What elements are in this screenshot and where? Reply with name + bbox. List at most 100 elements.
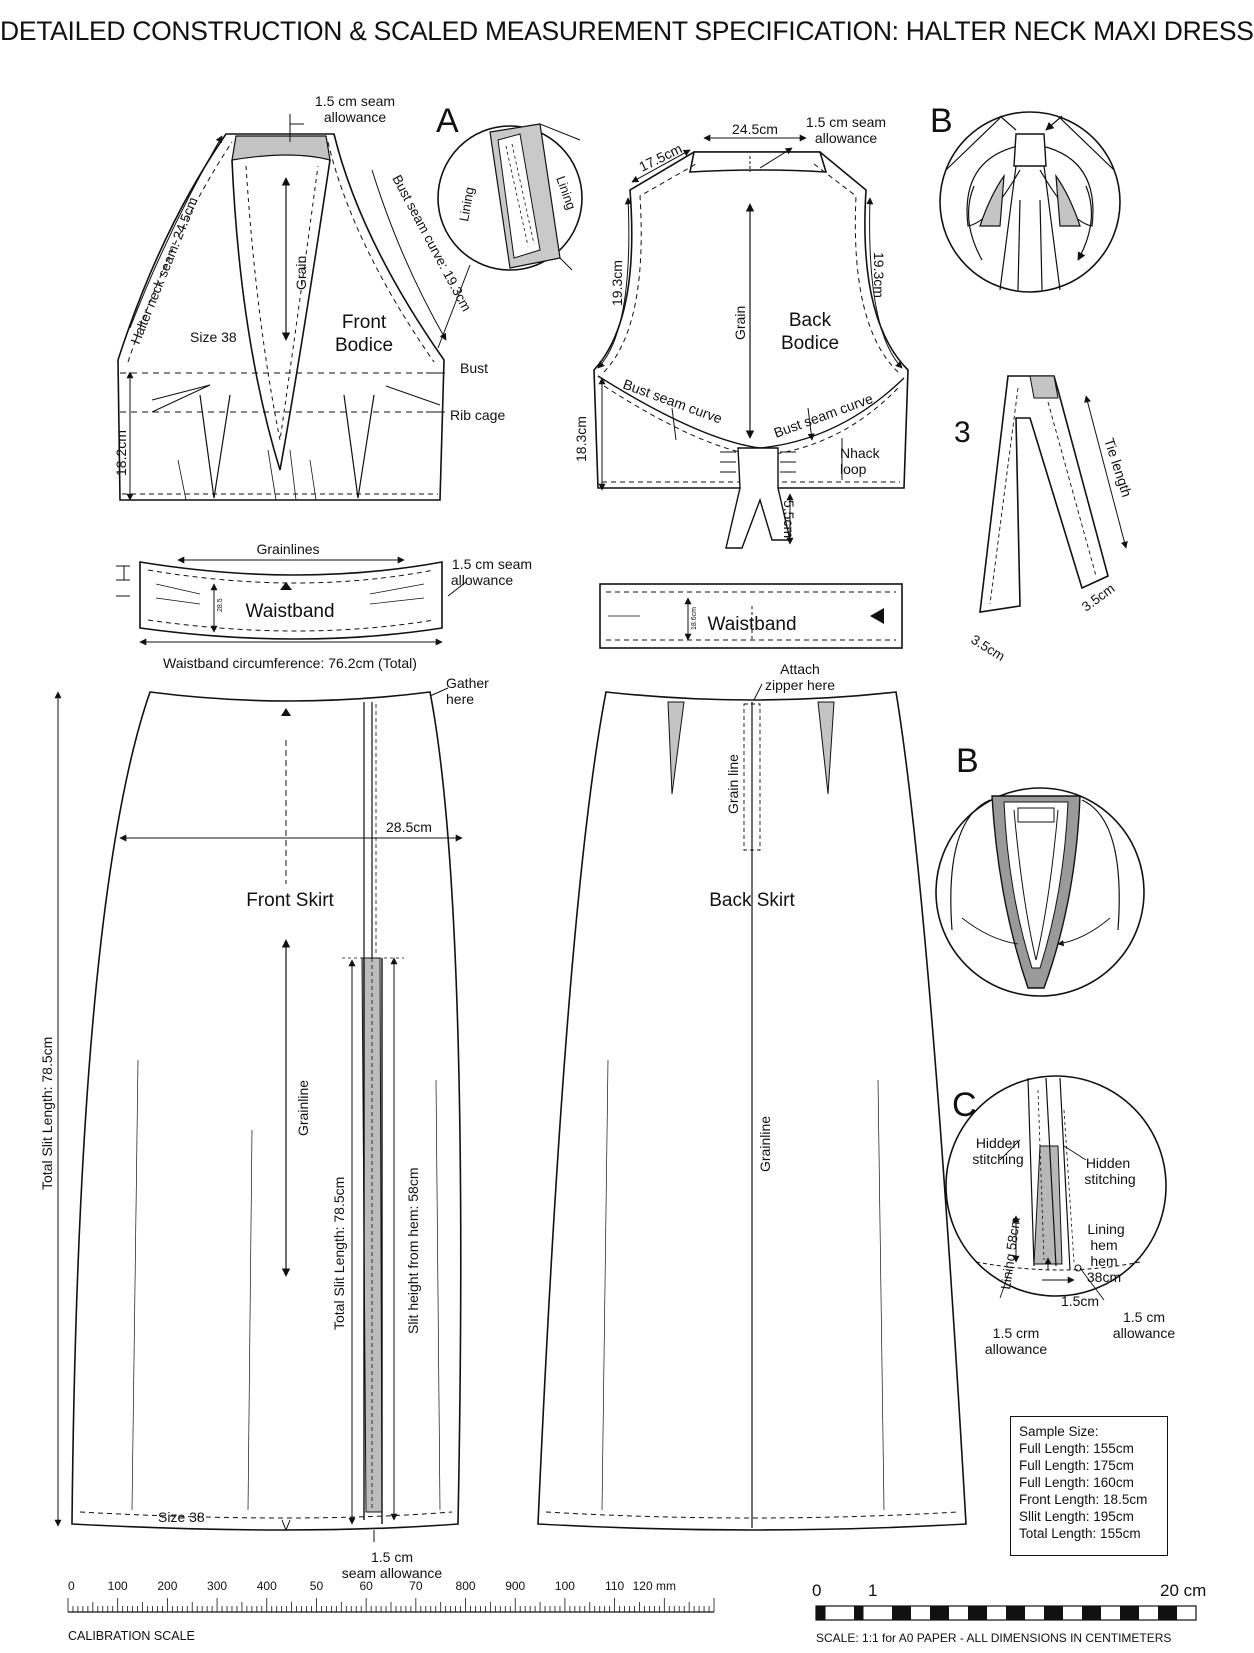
back-bust-curve-right: Bust seam curve [772, 390, 876, 441]
detail-c-hem-4: 38cm [1087, 1269, 1121, 1285]
detail-c-lining: Lining 58cm [998, 1216, 1023, 1290]
tie-width-left-label: 3.5cm [968, 632, 1007, 664]
back-skirt-dart-right [817, 701, 835, 795]
ruler-label: 120 mm [633, 1579, 676, 1593]
tie-piece: 3 Tie length 3.5cm 3.5cm [954, 375, 1135, 664]
front-skirt-slit-height: Slit height from hem: 58cm [405, 1167, 421, 1334]
back-neck-width-label: 24.5cm [732, 121, 778, 137]
scale-block [854, 1606, 864, 1620]
back-waistband-name: Waistband [707, 614, 796, 635]
scale-block [1082, 1606, 1101, 1620]
detail-a-lining-left: Lining [456, 186, 477, 223]
cm-scale-end: 20 cm [1160, 1581, 1206, 1600]
detail-c-hidden-left-1: Hidden [976, 1135, 1020, 1151]
back-waistband-inner-height: 18.6cm [691, 607, 698, 630]
back-bodice-name-1: Back [789, 310, 832, 331]
ruler-label: 300 [207, 1579, 227, 1593]
front-halter-seam-label: Halter neck seam: 24.5cm [128, 195, 201, 346]
ruler-label: 800 [456, 1579, 476, 1593]
tie-outline [979, 375, 1109, 613]
back-bodice-neckband [689, 151, 828, 173]
back-shoulder-dim [631, 149, 691, 183]
detail-a-letter: A [436, 102, 459, 140]
sample-size-box: Sample Size: Full Length: 155cm Full Len… [1010, 1416, 1168, 1556]
back-skirt-zipper-1: Attach [780, 661, 820, 677]
bow-knot [1013, 133, 1047, 167]
scale-block [930, 1606, 949, 1620]
front-skirt-gather-1: Gather [446, 675, 489, 691]
front-skirt-hem-seam-1: 1.5 cm [371, 1549, 413, 1565]
front-waistband-name: Waistband [245, 601, 334, 622]
front-bodice-outline [117, 133, 445, 501]
ruler-label: 50 [310, 1579, 324, 1593]
back-skirt-name: Back Skirt [709, 890, 795, 911]
back-skirt-zipper [743, 703, 761, 851]
scale-block [1006, 1606, 1025, 1620]
back-height-label: 18.3cm [573, 416, 589, 462]
front-bodice [117, 114, 447, 501]
scale-block [892, 1606, 911, 1620]
detail-c: C Hidden stitching Hidden stitching Lini… [945, 1075, 1175, 1357]
back-tie-loop [725, 447, 791, 549]
back-seam-allowance-1: 1.5 cm seam [806, 114, 886, 130]
detail-b-mid-letter: B [956, 742, 979, 780]
back-loop-label-1: Nhack [840, 445, 881, 461]
detail-c-hidden-right-2: stitching [1084, 1171, 1135, 1187]
ruler-label: 100 [108, 1579, 128, 1593]
detail-c-hidden-left-2: stitching [972, 1151, 1023, 1167]
ruler-label: 110 [605, 1579, 624, 1593]
scale-block [816, 1606, 826, 1620]
ruler-label: 400 [257, 1579, 277, 1593]
front-bust-label: Bust [460, 360, 488, 376]
sample-size-line: Sllit Length: 195cm [1019, 1509, 1134, 1524]
front-bust-dim [371, 169, 447, 341]
front-grain-label: Grain [293, 256, 309, 290]
cm-blocks [816, 1606, 1177, 1620]
front-bodice-neck-facing [231, 135, 331, 161]
detail-c-hidden-right-1: Hidden [1086, 1155, 1130, 1171]
page-title: DETAILED CONSTRUCTION & SCALED MEASUREME… [0, 16, 1254, 46]
front-size-label: Size 38 [190, 329, 237, 345]
back-shoulder-label: 17.5cm [636, 140, 684, 175]
detail-c-allow-right-2: allowance [1113, 1325, 1175, 1341]
front-waistband-seam-1: 1.5 cm seam [452, 556, 532, 572]
sample-size-line: Full Length: 175cm [1019, 1458, 1134, 1473]
front-skirt-total-slit-inner: Total Slit Length: 78.5cm [331, 1177, 347, 1330]
ruler-label: 100 [555, 1579, 575, 1593]
front-seam-allowance-1: 1.5 cm seam [315, 93, 395, 109]
cm-scale-one: 1 [868, 1581, 877, 1600]
detail-a-circle [437, 125, 583, 271]
detail-b-top-letter: B [930, 102, 953, 140]
back-skirt-zipper-2: zipper here [765, 677, 835, 693]
front-skirt-name: Front Skirt [246, 890, 334, 911]
sample-size-line: Total Length: 155cm [1019, 1526, 1141, 1541]
front-skirt-outline [71, 691, 462, 1531]
front-skirt-width-label: 28.5cm [386, 819, 432, 835]
front-halter-dim [129, 135, 223, 329]
front-skirt-total-slit-left: Total Slit Length: 78.5cm [39, 1037, 55, 1190]
back-bodice-outline [593, 151, 909, 489]
back-right-side-dim [866, 197, 903, 369]
front-side-dart-left [151, 384, 211, 413]
scale-block [1158, 1606, 1177, 1620]
back-skirt-dart-left [667, 701, 685, 795]
front-waistband-grainlines: Grainlines [256, 541, 319, 557]
front-seam-allowance-2: allowance [324, 109, 386, 125]
detail-c-letter: C [952, 1086, 977, 1124]
front-waistband-circumference: Waistband circumference: 76.2cm (Total) [163, 655, 417, 671]
front-ribcage-label: Rib cage [450, 407, 505, 423]
front-bodice-name-1: Front [342, 312, 387, 333]
back-seam-allowance-2: allowance [815, 130, 877, 146]
front-waistband: Grainlines Waistband 28.5 1.5 cm seam al… [116, 541, 532, 671]
detail-b-top: B [930, 102, 1121, 293]
front-bodice-name-2: Bodice [335, 335, 393, 356]
sample-size-line: Front Length: 18.5cm [1019, 1492, 1148, 1507]
detail-b-mid-circle [935, 787, 1145, 997]
detail-b-top-circle [939, 111, 1121, 293]
detail-c-lining [1033, 1145, 1063, 1265]
cm-scale-start: 0 [812, 1581, 821, 1600]
front-waistband-seam-2: allowance [451, 572, 513, 588]
detail-a-lining-right: Lining [553, 174, 579, 212]
calibration-label: CALIBRATION SCALE [68, 1629, 195, 1643]
